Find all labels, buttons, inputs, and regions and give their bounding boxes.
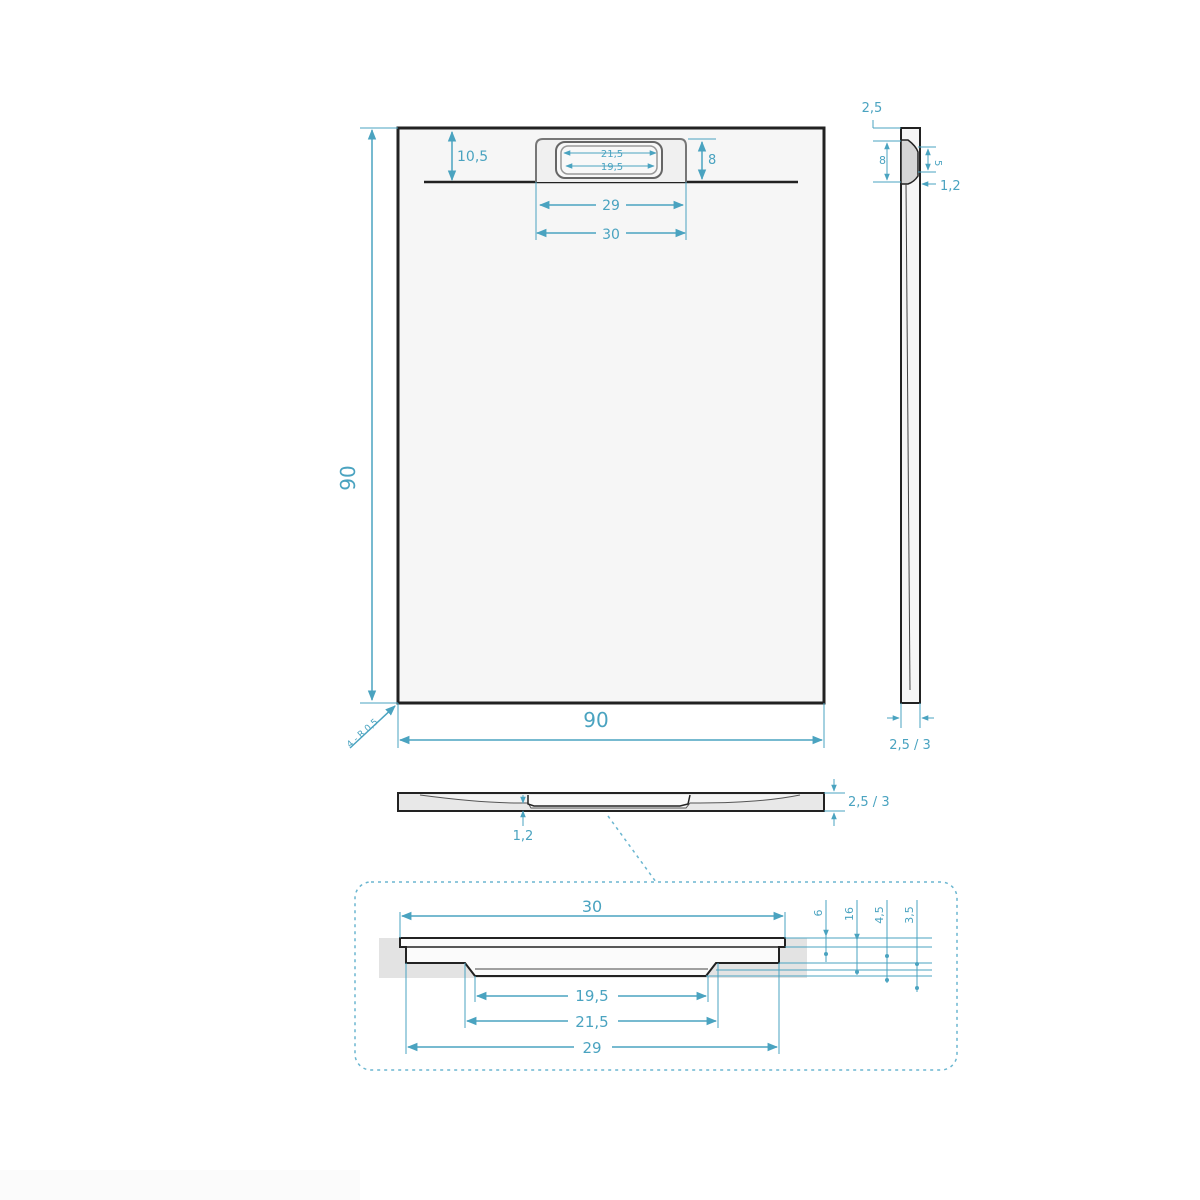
drain-inner-label: 19,5 [601,162,623,173]
side-thickness-label: 2,5 / 3 [889,738,931,753]
top-view: 10,5 21,5 19,5 8 29 30 90 90 4 - R 0, [336,126,826,750]
side-top-offset-label: 2,5 [862,101,883,116]
detail-inner-bottom-label: 19,5 [575,987,608,1005]
detail-vlabel-4-5: 4,5 [873,906,886,924]
drain-width-29-label: 29 [602,198,620,214]
tray-outline [396,126,826,705]
drain-height-label: 8 [708,153,716,168]
detail-inner-mid-label: 21,5 [575,1013,608,1031]
side-drain-inner-label: 5 [932,160,943,166]
front-section: 1,2 2,5 / 3 [397,779,890,883]
side-drain-depth-label: 8 [879,154,886,167]
footer-strip [0,1170,360,1200]
drain-offset-label: 10,5 [457,149,488,165]
detail-frame [354,881,958,1071]
front-slope-label: 1,2 [513,829,534,844]
drain-width-30-label: 30 [602,227,620,243]
side-view: 2,5 8 5 1,2 2,5 / 3 [862,101,961,753]
detail-vlabel-16: 16 [843,907,856,921]
side-slope-label: 1,2 [940,179,961,194]
length-label: 90 [336,465,360,490]
drain-detail: 30 19,5 21,5 29 6 16 4,5 [354,881,958,1071]
width-label: 90 [583,708,608,732]
drain-outer-label: 21,5 [601,149,623,160]
detail-body-width-label: 29 [582,1039,601,1057]
drain-cover [535,138,687,182]
detail-vlabel-6: 6 [812,910,825,917]
front-thickness-label: 2,5 / 3 [848,795,890,810]
corner-radius-label: 4 - R 0,5 [345,717,380,750]
detail-top-width-label: 30 [582,897,602,916]
detail-vlabel-3-5: 3,5 [903,906,916,924]
